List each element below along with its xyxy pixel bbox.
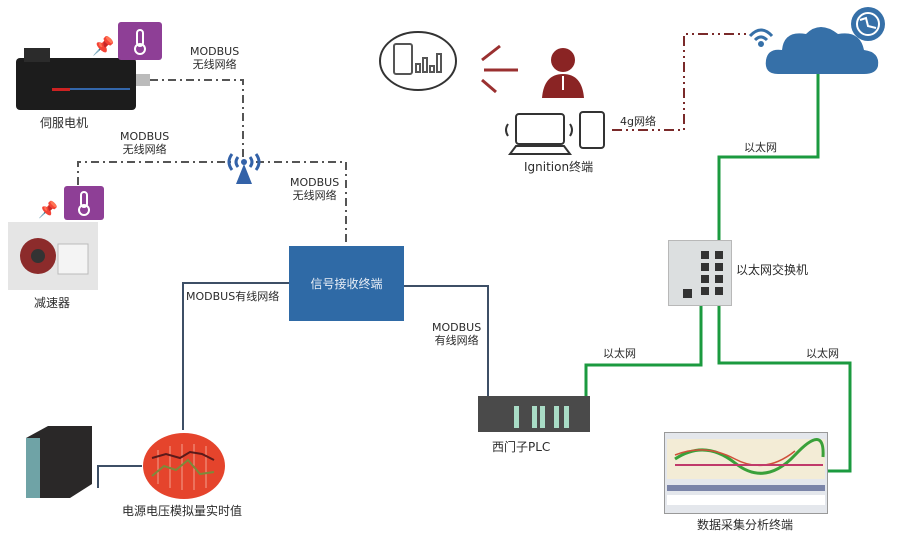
line-chart-icon — [142, 432, 226, 500]
thermometer-icon — [64, 186, 104, 220]
switch-label: 以太网交换机 — [736, 263, 809, 277]
wired-line-analog — [182, 282, 289, 430]
edge-label-ethernet-plc: 以太网 — [603, 347, 636, 360]
mobile-dashboard-icon — [378, 30, 458, 92]
software-screenshot-image — [664, 432, 828, 514]
pin-icon: 📌 — [92, 36, 115, 57]
wireless-antenna-icon — [222, 146, 266, 186]
edge-label-ethernet-daq: 以太网 — [806, 347, 839, 360]
globe-icon — [850, 6, 886, 42]
signal-receiver-terminal[interactable]: 信号接收终端 — [289, 246, 404, 321]
servo-motor-label: 伺服电机 — [40, 116, 89, 130]
thermometer-icon — [118, 22, 162, 60]
ignition-label: Ignition终端 — [524, 160, 594, 174]
cloud-icon — [764, 20, 882, 76]
analog-value-label: 电源电压模拟量实时值 — [122, 504, 243, 518]
edge-label-4g: 4g网络 — [620, 115, 656, 128]
power-supply-image — [22, 424, 94, 500]
wireless-line-motor — [150, 79, 244, 158]
ethernet-switch-image — [668, 240, 732, 306]
wifi-icon — [746, 22, 776, 48]
receiver-label: 信号接收终端 — [310, 277, 383, 291]
edge-label-ethernet-cloud: 以太网 — [744, 141, 777, 154]
g4-line — [612, 33, 748, 131]
bidirectional-arrows-icon — [476, 38, 524, 96]
daq-terminal-label: 数据采集分析终端 — [697, 518, 794, 532]
laptop-tablet-icon — [500, 108, 610, 158]
ethernet-line-cloud — [717, 62, 820, 246]
ethernet-line-daq — [717, 290, 852, 473]
servo-motor-image — [12, 44, 152, 112]
gear-reducer-image — [8, 222, 98, 290]
user-icon — [540, 46, 586, 98]
ethernet-line-plc — [584, 290, 703, 398]
plc-image — [478, 396, 590, 432]
reducer-label: 减速器 — [34, 296, 71, 310]
wired-line-power — [97, 465, 142, 488]
pin-icon: 📌 — [38, 200, 58, 219]
wireless-line-receiver — [256, 161, 347, 246]
wired-line-plc — [404, 285, 489, 398]
plc-label: 西门子PLC — [492, 440, 551, 454]
wireless-line-reducer — [77, 161, 232, 185]
edge-label-modbus-wired-left: MODBUS有线网络 — [186, 290, 280, 303]
